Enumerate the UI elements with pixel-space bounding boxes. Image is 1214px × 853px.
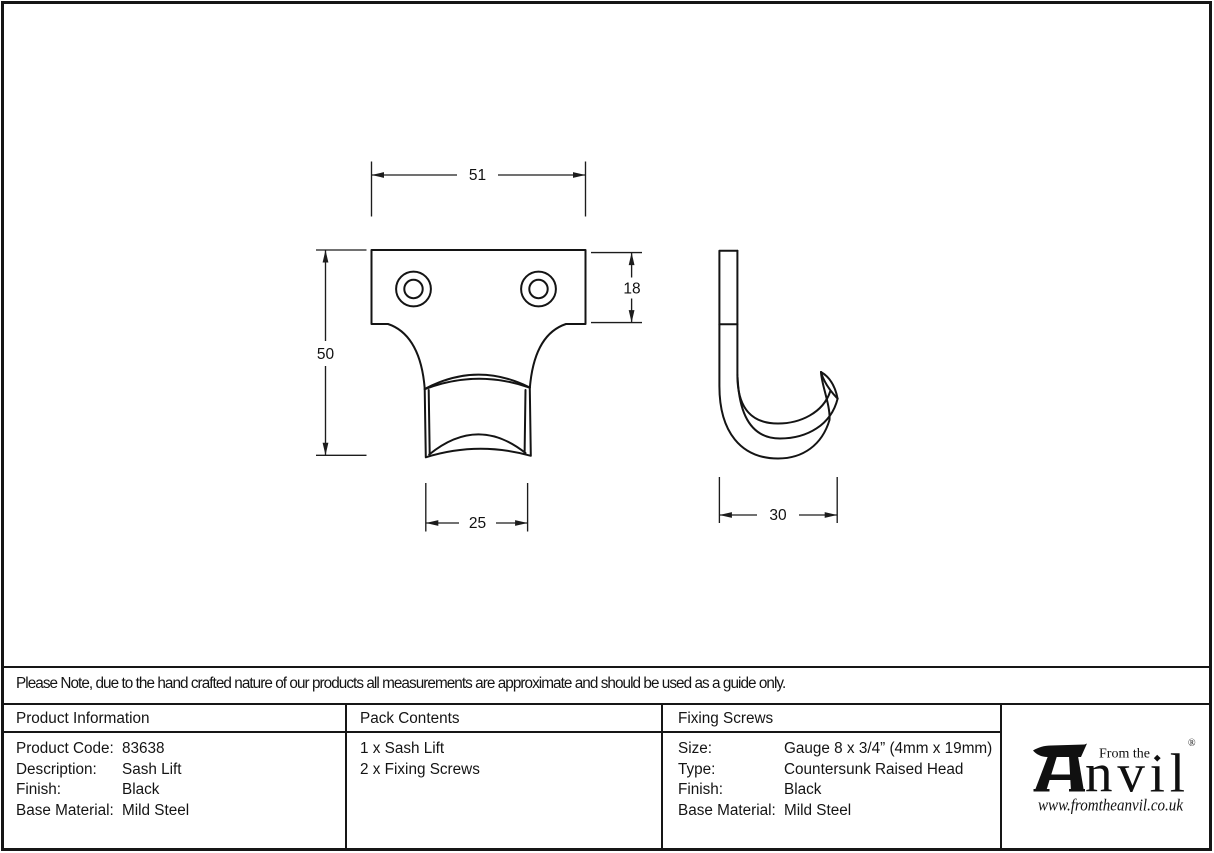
dim-top-width-label: 51 <box>469 167 486 184</box>
screw-hole-left-inner <box>403 278 424 300</box>
logo-registered: ® <box>1188 738 1196 749</box>
row-label: Base Material: <box>16 801 114 819</box>
front-stem-inner-right <box>523 389 527 455</box>
row-label: Product Code: <box>16 740 114 757</box>
dim-stem-width-label: 25 <box>469 515 486 532</box>
screw-hole-left-outer <box>395 270 432 308</box>
product-information-cell: Product Code: 83638 Description: Sash Lift… <box>16 739 336 821</box>
table-row: Base Material: Mild Steel <box>16 801 336 822</box>
row-value: Gauge 8 x 3/4” (4mm x 19mm) <box>784 740 993 757</box>
screw-hole-right-inner <box>528 278 549 300</box>
row-label: Finish: <box>678 781 724 798</box>
front-cup-top-arc-lower <box>423 377 531 391</box>
row-label: Type: <box>678 760 716 778</box>
fixing-screws-cell: Size: Gauge 8 x 3/4” (4mm x 19mm) Type: Co… <box>678 739 998 821</box>
side-view <box>718 249 839 460</box>
dimension-arrows <box>322 172 838 526</box>
note-row-top-line <box>2 666 1212 668</box>
note-text: Please Note, due to the hand crafted nat… <box>16 675 786 692</box>
row-label: Description: <box>16 760 97 778</box>
row-value: Sash Lift <box>122 760 182 778</box>
row-label: Base Material: <box>678 801 776 819</box>
pack-item: 2 x Fixing Screws <box>360 760 480 778</box>
front-stem-inner-left <box>427 389 431 455</box>
row-value: 83638 <box>122 740 165 757</box>
logo-diamond: ◆ <box>1154 753 1161 763</box>
col-line-2 <box>661 703 663 850</box>
row-value: Mild Steel <box>784 801 852 819</box>
row-value: Countersunk Raised Head <box>784 760 964 778</box>
table-row: Size: Gauge 8 x 3/4” (4mm x 19mm) <box>678 739 998 760</box>
front-view <box>370 249 587 459</box>
row-label: Size: <box>678 740 713 757</box>
table-row: Base Material: Mild Steel <box>678 801 998 822</box>
table-row: Product Code: 83638 <box>16 739 336 760</box>
front-outline <box>370 249 587 459</box>
fixing-screws-header: Fixing Screws <box>678 709 774 727</box>
side-tip-face-lower <box>820 371 839 400</box>
table-row: Finish: Black <box>16 780 336 801</box>
row-value: Black <box>784 781 822 798</box>
anvil-logo: nvıl From the ◆ ® www.fromtheanvil.co.uk <box>1033 738 1196 815</box>
table-row: Description: Sash Lift <box>16 760 336 781</box>
row-value: Black <box>122 781 160 798</box>
side-outer <box>718 249 831 460</box>
logo-tagline: From the <box>1099 747 1150 762</box>
dim-plate-height-label: 18 <box>623 281 640 298</box>
col-line-1 <box>345 703 347 850</box>
pack-item: 1 x Sash Lift <box>360 740 445 757</box>
side-inner-curve <box>736 376 839 440</box>
anvil-icon <box>1033 743 1087 792</box>
pack-contents-cell: 1 x Sash Lift 2 x Fixing Screws <box>360 739 650 780</box>
pack-contents-header: Pack Contents <box>360 709 460 727</box>
table-row: Type: Countersunk Raised Head <box>678 760 998 781</box>
logo-website: www.fromtheanvil.co.uk <box>1038 796 1184 815</box>
table-row: Finish: Black <box>678 780 998 801</box>
front-cup-bottom-arc-upper <box>428 433 527 456</box>
table-header-top-line <box>2 703 1212 705</box>
row-label: Finish: <box>16 781 62 798</box>
screw-hole-right-outer <box>520 270 557 308</box>
dimensions <box>316 161 838 532</box>
product-information-header: Product Information <box>16 709 150 727</box>
front-cup-top-arc-upper <box>423 373 531 390</box>
col-line-3 <box>1000 703 1002 850</box>
row-value: Mild Steel <box>122 801 190 819</box>
table-header-bottom-line <box>2 731 1002 733</box>
dim-depth-label: 30 <box>769 507 787 524</box>
dimension-labels: 51 50 18 25 30 <box>317 167 787 532</box>
side-tip-face-upper <box>820 371 839 400</box>
side-middle-curve <box>736 374 832 425</box>
drawing-area: 51 50 18 25 30 <box>316 161 839 532</box>
dim-total-height-label: 50 <box>317 346 335 363</box>
